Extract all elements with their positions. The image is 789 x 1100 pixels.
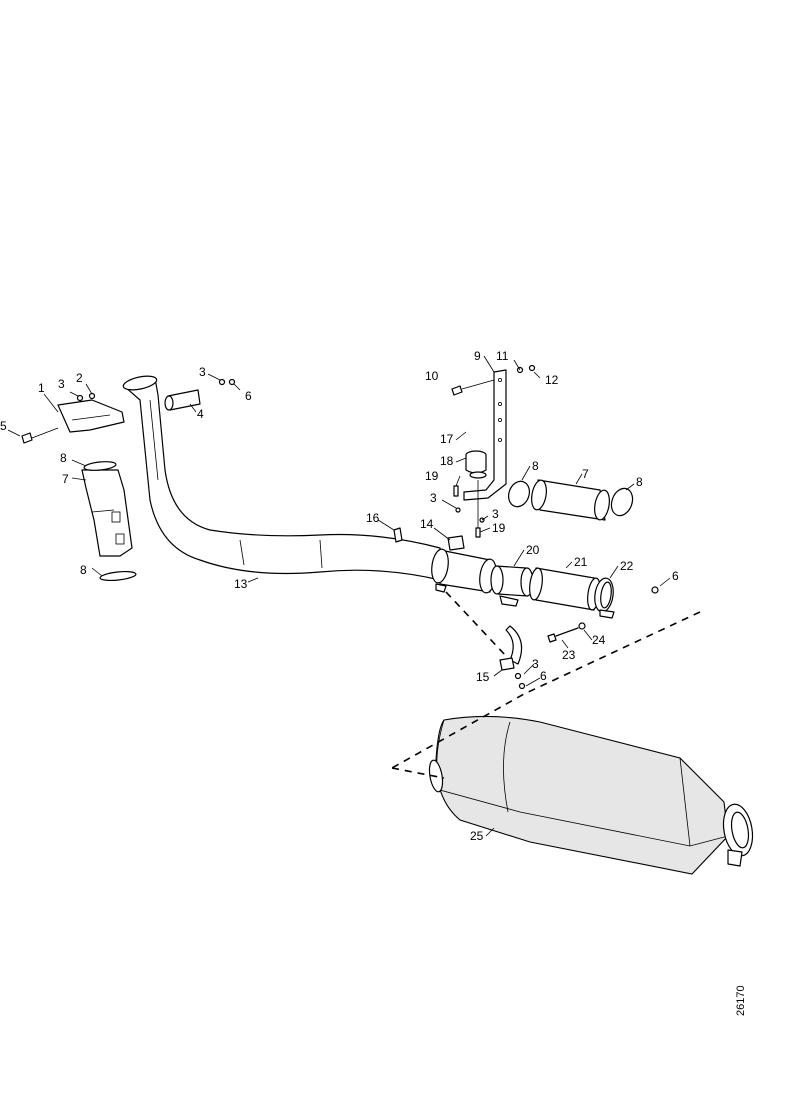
callout-labels: 1 3 2 5 3 6 4 8 7 8 13 16 14 9 11 10 12 … xyxy=(0,349,679,843)
callout-16: 16 xyxy=(366,511,380,525)
upper-right-sleeve-group xyxy=(508,479,634,521)
callout-6: 6 xyxy=(672,569,679,583)
clamp-20 xyxy=(490,565,534,607)
clamp-22 xyxy=(594,577,659,619)
callout-3: 3 xyxy=(492,507,499,521)
callout-21: 21 xyxy=(574,555,588,569)
bolt-16 xyxy=(393,527,403,543)
callout-12: 12 xyxy=(545,373,559,387)
callout-8: 8 xyxy=(636,475,643,489)
callout-23: 23 xyxy=(562,648,576,662)
callout-19: 19 xyxy=(425,469,439,483)
callout-8: 8 xyxy=(80,563,87,577)
callout-14: 14 xyxy=(420,517,434,531)
leader-lines xyxy=(7,355,671,837)
callout-3: 3 xyxy=(58,377,65,391)
silencer-25 xyxy=(428,715,754,875)
callout-4: 4 xyxy=(197,407,204,421)
callout-6: 6 xyxy=(540,669,547,683)
bolt-23 xyxy=(547,622,586,643)
figure-reference-number: 26170 xyxy=(735,985,747,1016)
callout-5: 5 xyxy=(0,419,7,433)
callout-3: 3 xyxy=(532,657,539,671)
callout-20: 20 xyxy=(526,543,540,557)
callout-25: 25 xyxy=(470,829,484,843)
assembly-centerline xyxy=(391,591,701,779)
callout-19: 19 xyxy=(492,521,506,535)
heat-shield-left xyxy=(81,461,137,582)
callout-17: 17 xyxy=(440,432,454,446)
bracket-1 xyxy=(21,392,125,444)
callout-11: 11 xyxy=(496,349,509,363)
callout-2: 2 xyxy=(76,371,83,385)
callout-10: 10 xyxy=(425,369,439,383)
callout-8: 8 xyxy=(60,451,67,465)
callout-15: 15 xyxy=(476,670,490,684)
callout-7: 7 xyxy=(582,467,589,481)
coupling-14 xyxy=(431,535,497,594)
callout-7: 7 xyxy=(62,472,69,486)
callout-13: 13 xyxy=(234,577,248,591)
callout-6: 6 xyxy=(245,389,252,403)
callout-3: 3 xyxy=(199,365,206,379)
sleeve-21 xyxy=(529,567,601,611)
hanger-bracket-9 xyxy=(451,364,536,538)
callout-3: 3 xyxy=(430,491,437,505)
strap-15 xyxy=(499,625,526,690)
callout-9: 9 xyxy=(474,349,481,363)
callout-22: 22 xyxy=(620,559,634,573)
callout-18: 18 xyxy=(440,454,454,468)
callout-1: 1 xyxy=(38,381,45,395)
callout-8: 8 xyxy=(532,459,539,473)
callout-24: 24 xyxy=(592,633,606,647)
clamp-4 xyxy=(164,378,236,411)
